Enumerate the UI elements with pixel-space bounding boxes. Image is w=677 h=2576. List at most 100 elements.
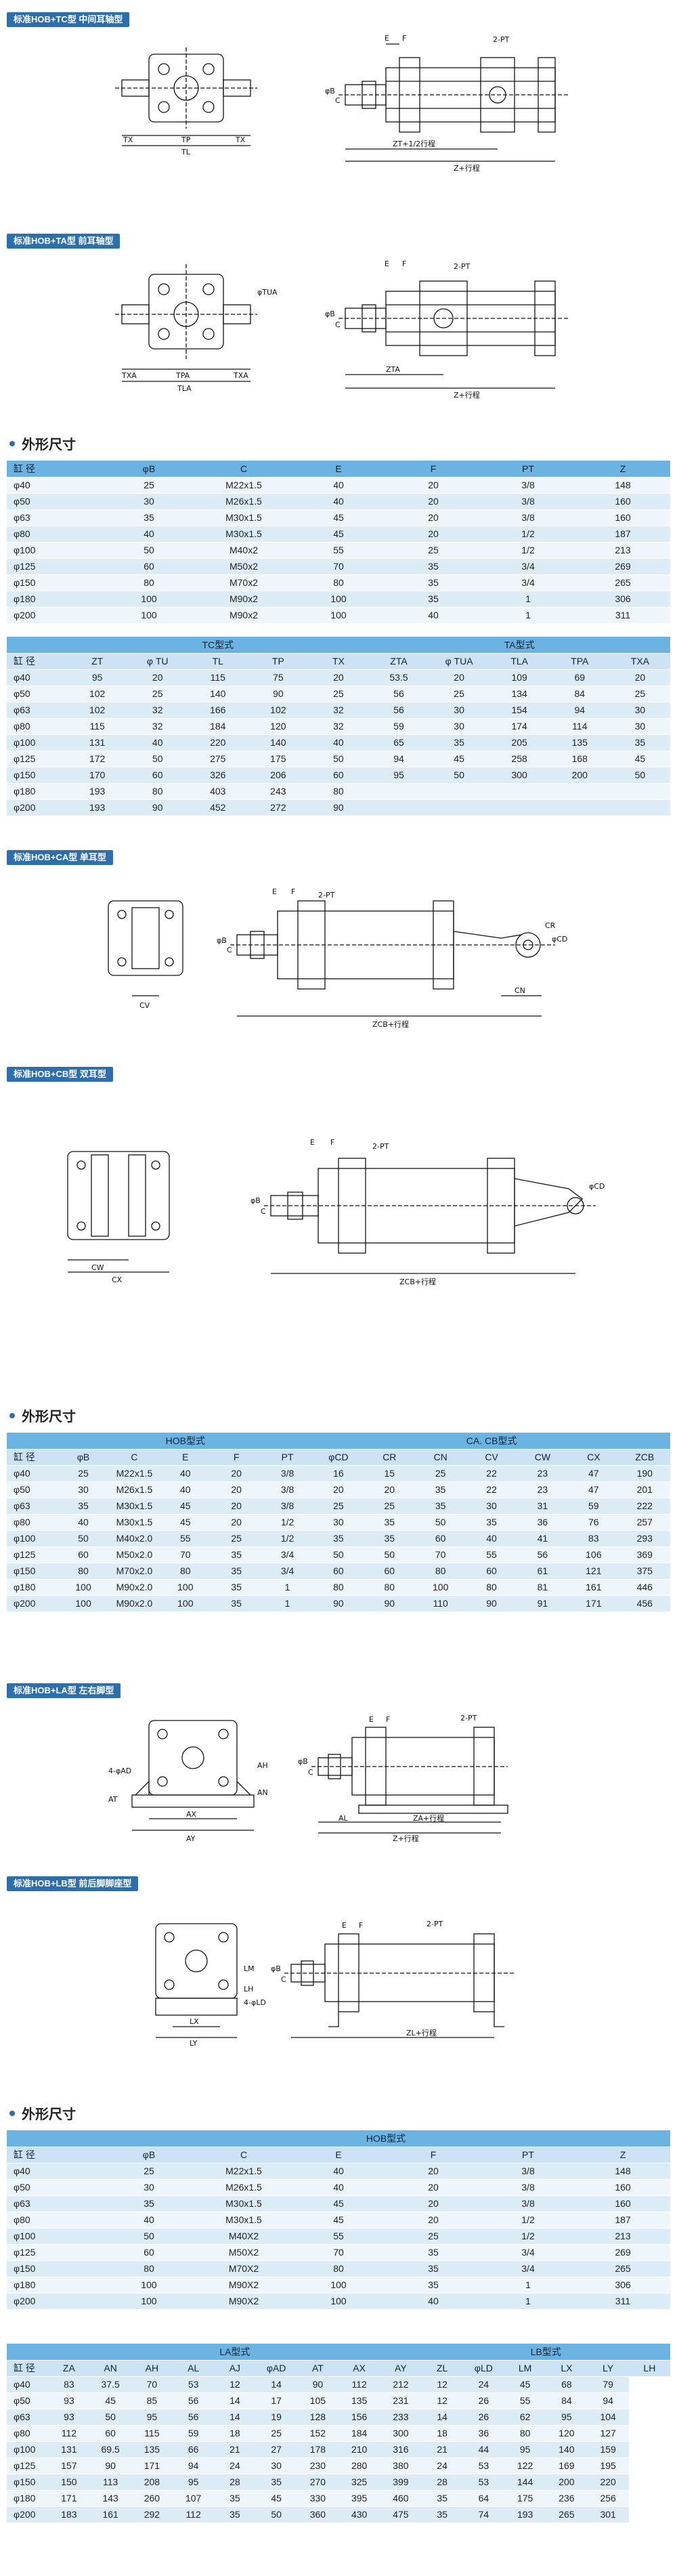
table-cell: 134 bbox=[489, 685, 550, 702]
table-cell: 45 bbox=[291, 526, 386, 543]
table-cell: 60 bbox=[102, 2244, 196, 2261]
svg-text:CR: CR bbox=[545, 921, 556, 930]
table-cell: 30 bbox=[609, 718, 670, 735]
table-cell: 55 bbox=[291, 542, 386, 559]
table-header-cell: C bbox=[196, 2147, 291, 2163]
svg-text:C: C bbox=[281, 1975, 286, 1984]
table-cell: φ100 bbox=[7, 542, 102, 559]
table-cell: 107 bbox=[173, 2490, 215, 2507]
table-header-cell: 缸 径 bbox=[7, 461, 102, 478]
table-cell: 55 bbox=[504, 2392, 546, 2409]
table-cell: 100 bbox=[415, 1579, 466, 1596]
table-cell: 212 bbox=[380, 2376, 422, 2393]
table-cell: 105 bbox=[297, 2392, 338, 2409]
svg-text:CN: CN bbox=[515, 986, 525, 995]
table-cell: 25 bbox=[211, 1530, 262, 1547]
table-cell: 50 bbox=[102, 2228, 196, 2245]
table-cell: 112 bbox=[48, 2425, 90, 2442]
table-cell: 200 bbox=[546, 2474, 588, 2491]
svg-text:F: F bbox=[291, 887, 295, 896]
table-cell: 80 bbox=[102, 2260, 196, 2277]
table-cell: 40 bbox=[160, 1481, 211, 1498]
table-cell: φ63 bbox=[7, 2409, 49, 2426]
table-cell: 115 bbox=[67, 718, 128, 735]
table-cell: 152 bbox=[297, 2425, 338, 2442]
table-cell: φ63 bbox=[7, 2195, 102, 2212]
section-label-lb: 标准HOB+LB型 前后脚脚座型 bbox=[7, 1876, 139, 1891]
table-cell: 45 bbox=[291, 2212, 386, 2229]
table-cell: 14 bbox=[214, 2392, 256, 2409]
table-cell: M90x2.0 bbox=[108, 1579, 160, 1596]
table-cell: 40 bbox=[160, 1465, 211, 1482]
svg-text:C: C bbox=[261, 1207, 266, 1216]
table-cell: 20 bbox=[313, 1481, 364, 1498]
table-cell: 30 bbox=[255, 2457, 297, 2474]
table-cell: 53 bbox=[462, 2457, 504, 2474]
table-cell: 20 bbox=[127, 669, 188, 686]
la-drawing: 4-φAD AT AH AN AX AY E F 2-PT φB C AL ZA… bbox=[108, 1714, 508, 1842]
table-cell: 95 bbox=[67, 669, 128, 686]
table-cell: 21 bbox=[421, 2441, 463, 2458]
table-cell: 20 bbox=[386, 2212, 481, 2229]
table-cell: 135 bbox=[549, 734, 610, 751]
table-cell: 113 bbox=[89, 2474, 131, 2491]
table-cell: 127 bbox=[587, 2425, 629, 2442]
table-cell: 3/4 bbox=[481, 574, 575, 591]
table-cell: 30 bbox=[102, 493, 196, 510]
table-cell: 24 bbox=[462, 2376, 504, 2393]
table-group-header-row: HOB型式 bbox=[7, 2130, 670, 2147]
table-cell: 50 bbox=[127, 751, 188, 767]
table-cell: 12 bbox=[421, 2376, 463, 2393]
svg-text:ZTA: ZTA bbox=[386, 365, 400, 374]
table-cell: 31 bbox=[517, 1498, 569, 1515]
table-cell: 184 bbox=[188, 718, 248, 735]
table-cell: 330 bbox=[297, 2490, 338, 2507]
table-cell: 306 bbox=[575, 591, 670, 608]
table-cell: 20 bbox=[211, 1514, 262, 1531]
table-cell: 40 bbox=[291, 477, 386, 494]
svg-text:2-PT: 2-PT bbox=[427, 1920, 443, 1928]
table-cell: 160 bbox=[575, 493, 670, 510]
dims-heading-2: 外形尺寸 bbox=[9, 1406, 76, 1425]
table-cell: 23 bbox=[517, 1481, 569, 1498]
table-cell: 50 bbox=[308, 751, 369, 767]
table-cell: 159 bbox=[587, 2441, 629, 2458]
table-header-cell: 缸 径 bbox=[7, 2147, 102, 2163]
table-cell: 1 bbox=[261, 1579, 313, 1596]
table-cell: M90x2 bbox=[196, 607, 291, 624]
svg-text:φB: φB bbox=[250, 1196, 261, 1205]
table-cell: φ63 bbox=[7, 702, 68, 719]
section-label-cb: 标准HOB+CB型 双耳型 bbox=[7, 1067, 113, 1082]
table-cell: 69 bbox=[549, 669, 610, 686]
table-cell: 60 bbox=[127, 767, 188, 784]
table-cell: 61 bbox=[517, 1563, 569, 1580]
table-cell: 430 bbox=[338, 2506, 380, 2523]
table-header-cell: ZT bbox=[67, 653, 128, 670]
svg-text:F: F bbox=[359, 1921, 363, 1930]
table-cell: 66 bbox=[173, 2441, 215, 2458]
table-cell: 40 bbox=[466, 1530, 517, 1547]
table-cell: 94 bbox=[549, 702, 610, 719]
table-header-cell: φCD bbox=[313, 1449, 364, 1466]
table-cell: 25 bbox=[429, 685, 489, 702]
table-cell: 95 bbox=[173, 2474, 215, 2491]
table-cell: 35 bbox=[211, 1579, 262, 1596]
table-cell: 80 bbox=[364, 1579, 415, 1596]
table-header-cell: φ TUA bbox=[429, 653, 489, 670]
table-header-cell: ZL bbox=[421, 2360, 463, 2377]
table-header-cell: PT bbox=[261, 1449, 313, 1466]
table-cell: φ63 bbox=[7, 1498, 58, 1515]
table-cell: 166 bbox=[188, 702, 248, 719]
